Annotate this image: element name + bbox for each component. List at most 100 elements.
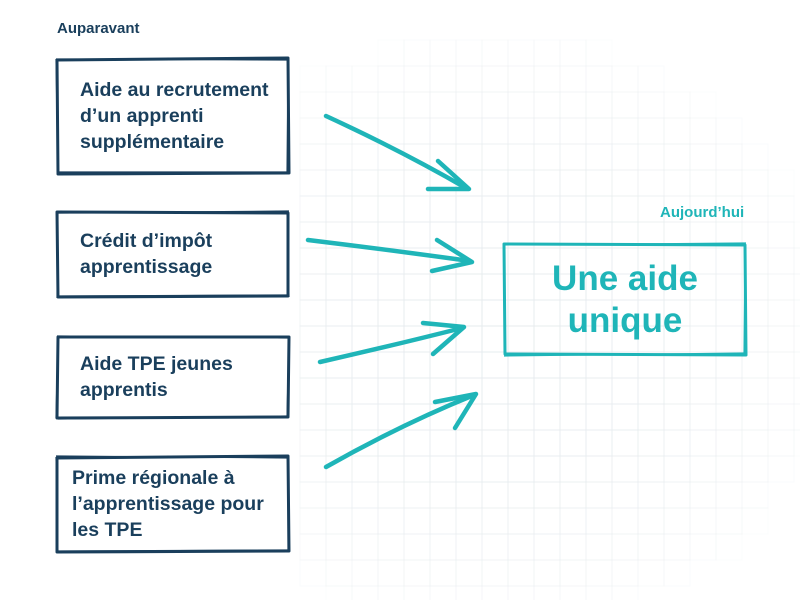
grid-cell xyxy=(559,559,587,587)
grid-cell xyxy=(559,533,587,561)
grid-cell xyxy=(481,65,509,93)
grid-cell xyxy=(429,559,457,587)
grid-cell xyxy=(455,65,483,93)
grid-cell xyxy=(663,559,691,587)
grid-cell xyxy=(611,65,639,93)
grid-cell xyxy=(793,273,800,301)
grid-cell xyxy=(455,91,483,119)
grid-cell xyxy=(611,533,639,561)
grid-cell xyxy=(559,39,587,67)
grid-cell xyxy=(585,91,613,119)
grid-cell xyxy=(767,169,795,197)
grid-cell xyxy=(325,65,353,93)
grid-cell xyxy=(741,507,769,535)
grid-cell xyxy=(559,117,587,145)
grid-cell xyxy=(377,39,405,67)
grid-cell xyxy=(689,533,717,561)
grid-cell xyxy=(429,39,457,67)
grid-cell xyxy=(741,403,769,431)
grid-cell xyxy=(377,585,405,600)
grid-cell xyxy=(429,507,457,535)
grid-cell xyxy=(533,559,561,587)
grid-cell xyxy=(793,377,800,405)
grid-cell xyxy=(689,299,717,327)
grid-cell xyxy=(793,429,800,457)
grid-cell xyxy=(715,325,743,353)
grid-cell xyxy=(793,247,800,275)
grid-cell xyxy=(403,65,431,93)
grid-cell xyxy=(611,507,639,535)
grid-cell xyxy=(455,585,483,600)
grid-cell xyxy=(585,585,613,600)
after-label: Aujourd’hui xyxy=(660,204,745,221)
grid-cell xyxy=(767,403,795,431)
grid-cell xyxy=(689,507,717,535)
new-aid-label: Une aide unique xyxy=(552,258,698,340)
grid-cell xyxy=(715,117,743,145)
grid-cell xyxy=(481,559,509,587)
arrow-right-icon xyxy=(317,320,467,365)
grid-cell xyxy=(741,247,769,275)
grid-cell xyxy=(325,481,353,509)
grid-cell xyxy=(689,169,717,197)
grid-cell xyxy=(507,559,535,587)
grid-cell xyxy=(689,325,717,353)
grid-cell xyxy=(767,273,795,301)
grid-cell xyxy=(689,481,717,509)
grid-cell xyxy=(429,91,457,119)
grid-cell xyxy=(689,247,717,275)
grid-cell xyxy=(325,117,353,145)
grid-cell xyxy=(533,585,561,600)
grid-cell xyxy=(767,429,795,457)
grid-cell xyxy=(299,65,327,93)
grid-cell xyxy=(689,455,717,483)
grid-cell xyxy=(351,507,379,535)
grid-cell xyxy=(481,585,509,600)
grid-cell xyxy=(455,559,483,587)
grid-cell xyxy=(767,351,795,379)
grid-cell xyxy=(299,91,327,119)
grid-cell xyxy=(715,455,743,483)
grid-cell xyxy=(715,507,743,535)
grid-cell xyxy=(377,507,405,535)
grid-cell xyxy=(741,377,769,405)
grid-cell xyxy=(689,351,717,379)
grid-cell xyxy=(793,403,800,431)
grid-cell xyxy=(715,429,743,457)
grid-cell xyxy=(325,169,353,197)
grid-cell xyxy=(767,195,795,223)
grid-cell xyxy=(299,143,327,171)
arrow-right-icon xyxy=(305,237,475,274)
grid-cell xyxy=(325,507,353,535)
grid-cell xyxy=(767,325,795,353)
grid-cell xyxy=(299,559,327,587)
grid-cell xyxy=(637,169,665,197)
grid-cell xyxy=(611,455,639,483)
grid-cell xyxy=(715,247,743,275)
grid-cell xyxy=(741,351,769,379)
grid-cell xyxy=(351,585,379,600)
grid-cell xyxy=(403,117,431,145)
grid-cell xyxy=(533,65,561,93)
old-aid-label: Aide au recrutement d’un apprenti supplé… xyxy=(80,79,269,153)
grid-cell xyxy=(663,91,691,119)
grid-cell xyxy=(377,559,405,587)
grid-cell xyxy=(741,325,769,353)
grid-cell xyxy=(403,507,431,535)
grid-cell xyxy=(689,273,717,301)
grid-cell xyxy=(299,481,327,509)
grid-cell xyxy=(351,117,379,145)
box-frame xyxy=(502,242,748,357)
grid-cell xyxy=(351,533,379,561)
grid-cell xyxy=(663,507,691,535)
grid-cell xyxy=(663,481,691,509)
grid-cell xyxy=(299,169,327,197)
box-frame xyxy=(55,454,291,554)
grid-cell xyxy=(637,507,665,535)
grid-cell xyxy=(325,143,353,171)
grid-cell xyxy=(507,91,535,119)
grid-cell xyxy=(611,585,639,600)
arrow-right-icon xyxy=(323,113,472,192)
new-aid-box: Une aide unique xyxy=(502,242,748,357)
old-aid-label: Aide TPE jeunes apprentis xyxy=(80,353,233,401)
